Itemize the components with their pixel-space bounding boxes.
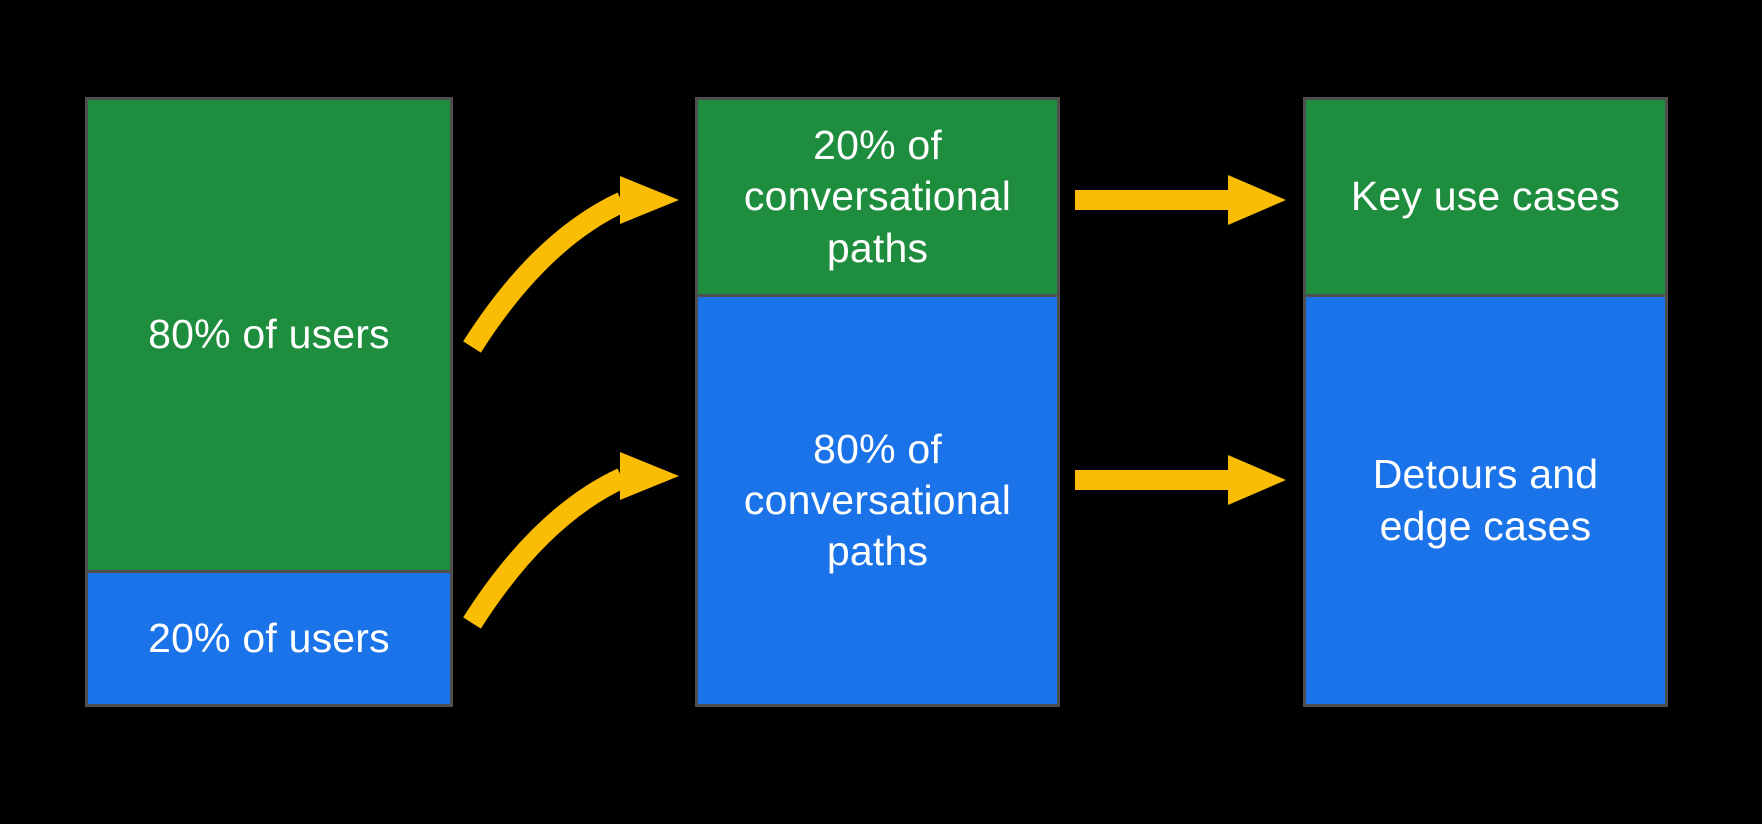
segment-paths-minority: 20% of conversational paths [698, 100, 1057, 294]
segment-users-majority: 80% of users [88, 100, 450, 570]
segment-users-majority-label: 80% of users [148, 311, 390, 358]
column-users: 80% of users 20% of users [85, 97, 453, 707]
segment-users-minority-label: 20% of users [148, 614, 390, 661]
segment-key-use-cases: Key use cases [1306, 100, 1665, 294]
column-use-cases: Key use cases Detours and edge cases [1303, 97, 1668, 707]
curved-arrow-top-icon [463, 176, 679, 353]
column-conversational-paths: 20% of conversational paths 80% of conve… [695, 97, 1060, 707]
straight-arrow-bottom-icon [1075, 455, 1286, 505]
segment-paths-majority-label: 80% of conversational paths [743, 425, 1012, 575]
segment-detours-edge-cases: Detours and edge cases [1306, 294, 1665, 704]
straight-arrow-top-icon [1075, 175, 1286, 225]
curved-arrow-bottom-icon [463, 452, 679, 629]
segment-users-minority: 20% of users [88, 570, 450, 704]
segment-key-use-cases-label: Key use cases [1350, 173, 1621, 220]
segment-paths-majority: 80% of conversational paths [698, 294, 1057, 704]
segment-detours-edge-cases-label: Detours and edge cases [1372, 451, 1599, 549]
segment-paths-minority-label: 20% of conversational paths [743, 122, 1012, 271]
